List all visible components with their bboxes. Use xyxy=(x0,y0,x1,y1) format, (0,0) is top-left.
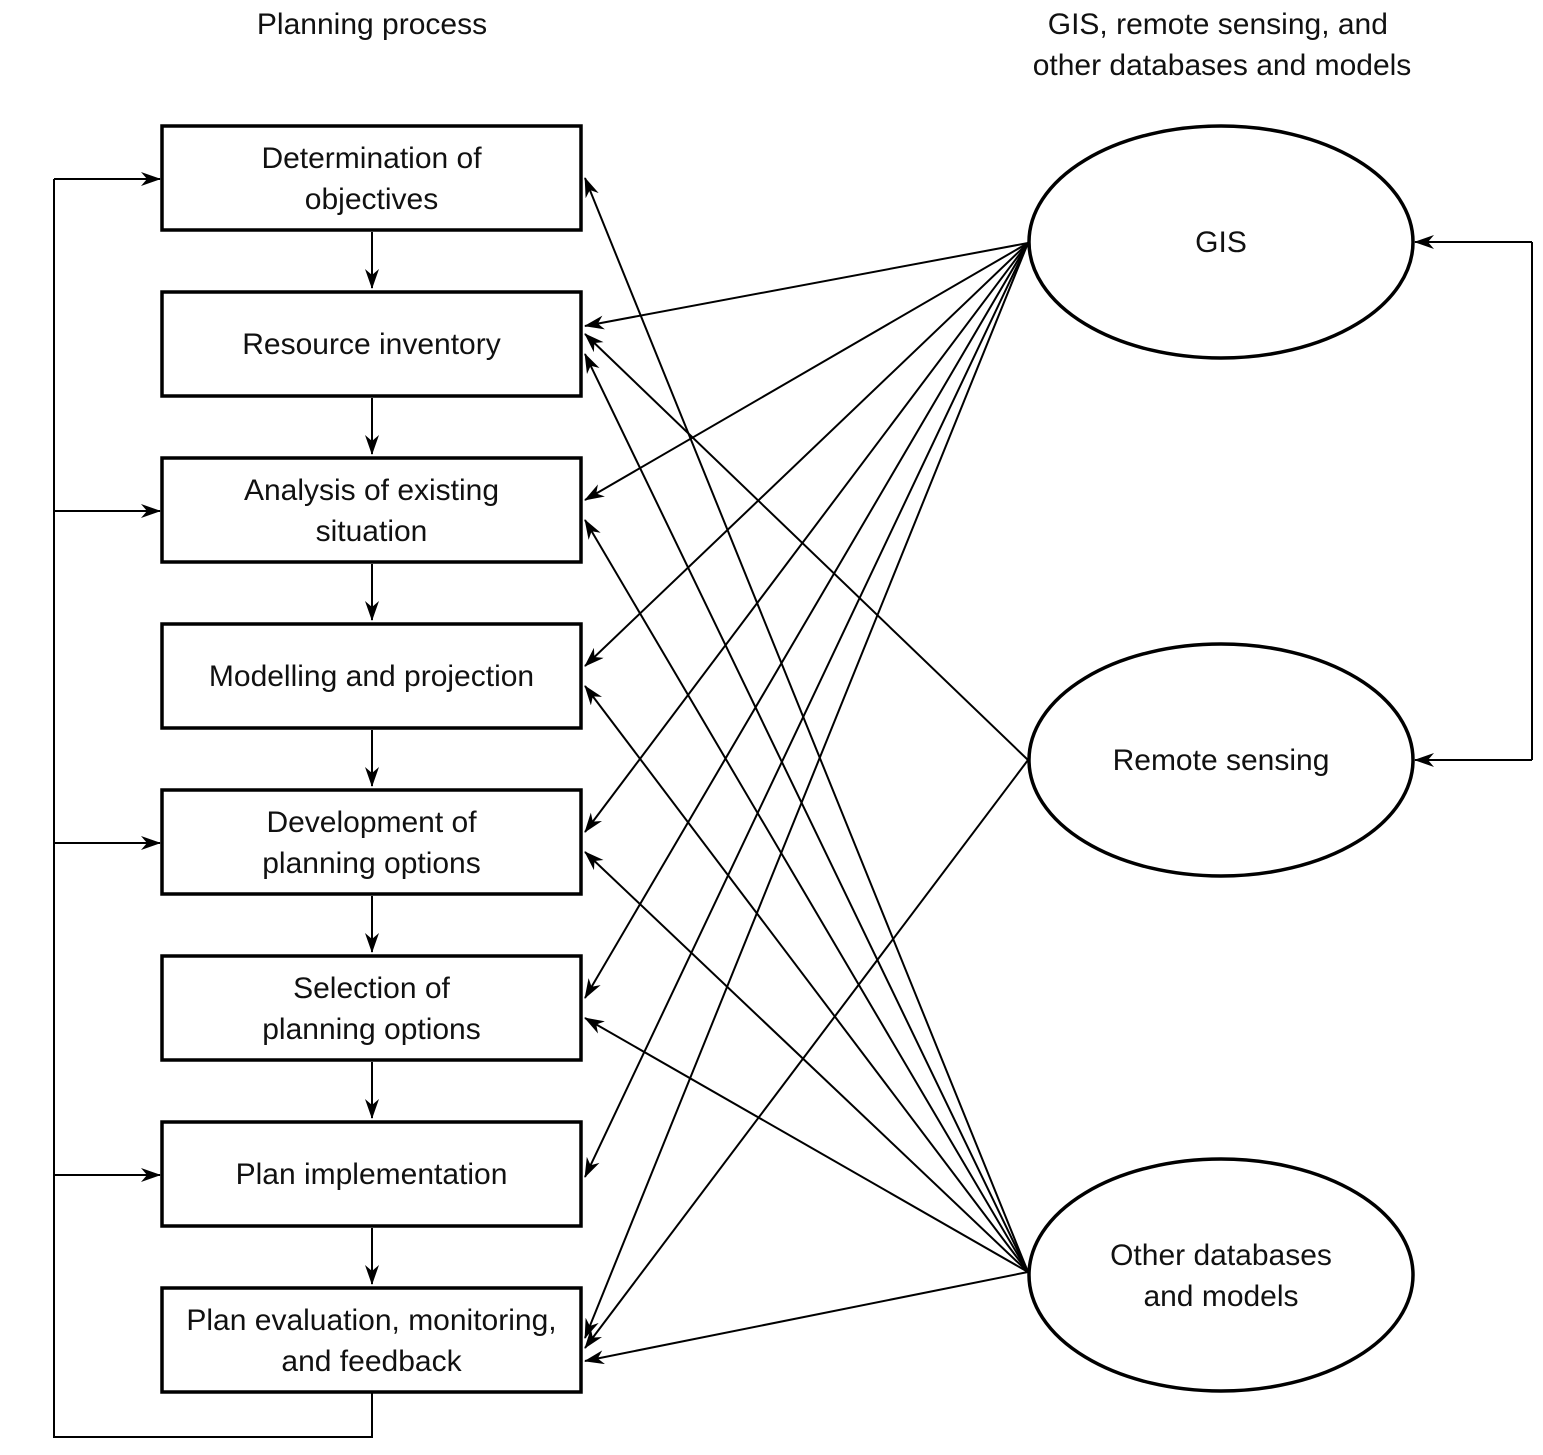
link-rs-to-evaluation xyxy=(584,759,1029,1349)
step-box xyxy=(160,290,583,398)
link-gis-to-modelling xyxy=(584,242,1029,667)
step-box xyxy=(160,1286,583,1394)
step-box xyxy=(160,1120,583,1228)
gis-remote-sensing-link xyxy=(1414,235,1533,767)
link-gis-to-selection xyxy=(584,242,1029,999)
source-ellipse xyxy=(1027,1157,1415,1393)
step-label: Plan implementation xyxy=(236,1158,508,1191)
step-label: Resource inventory xyxy=(242,328,500,361)
source-rs: Remote sensing xyxy=(1027,642,1415,878)
source-ellipse xyxy=(1027,642,1415,878)
step-box xyxy=(160,788,583,896)
header-data-sources: GIS, remote sensing, and other databases… xyxy=(1033,8,1412,82)
link-rs-to-inventory xyxy=(584,333,1029,761)
link-other-to-development xyxy=(584,851,1029,1273)
link-other-to-objectives xyxy=(584,177,1029,1273)
step-box xyxy=(160,954,583,1062)
link-gis-to-implementation xyxy=(584,242,1029,1178)
connection-lines xyxy=(584,177,1029,1365)
link-gis-to-development xyxy=(584,242,1029,833)
feedback-loop xyxy=(53,172,373,1438)
step-label: Plan evaluation, monitoring,and feedback xyxy=(186,1304,556,1378)
header-planning-process: Planning process xyxy=(257,8,487,41)
step-label: Modelling and projection xyxy=(209,660,534,693)
source-gis: GIS xyxy=(1027,124,1415,360)
feedback-line xyxy=(53,179,373,1438)
link-other-to-inventory xyxy=(584,353,1029,1273)
link-gis-to-analysis xyxy=(584,242,1029,501)
source-label: Remote sensing xyxy=(1113,744,1330,777)
step-box xyxy=(160,124,583,232)
process-step-evaluation: Plan evaluation, monitoring,and feedback xyxy=(160,1286,583,1394)
link-gis-to-inventory xyxy=(584,242,1029,330)
link-gis-to-evaluation xyxy=(584,242,1029,1339)
step-box xyxy=(160,456,583,564)
link-other-to-selection xyxy=(584,1017,1029,1273)
link-other-to-modelling xyxy=(584,685,1029,1273)
process-step-inventory: Resource inventory xyxy=(160,290,583,398)
link-other-to-analysis xyxy=(584,519,1029,1273)
step-box xyxy=(160,622,583,730)
link-other-to-evaluation xyxy=(584,1271,1029,1365)
source-label: GIS xyxy=(1195,226,1247,259)
process-step-implementation: Plan implementation xyxy=(160,1120,583,1228)
source-ellipse xyxy=(1027,124,1415,360)
process-step-modelling: Modelling and projection xyxy=(160,622,583,730)
